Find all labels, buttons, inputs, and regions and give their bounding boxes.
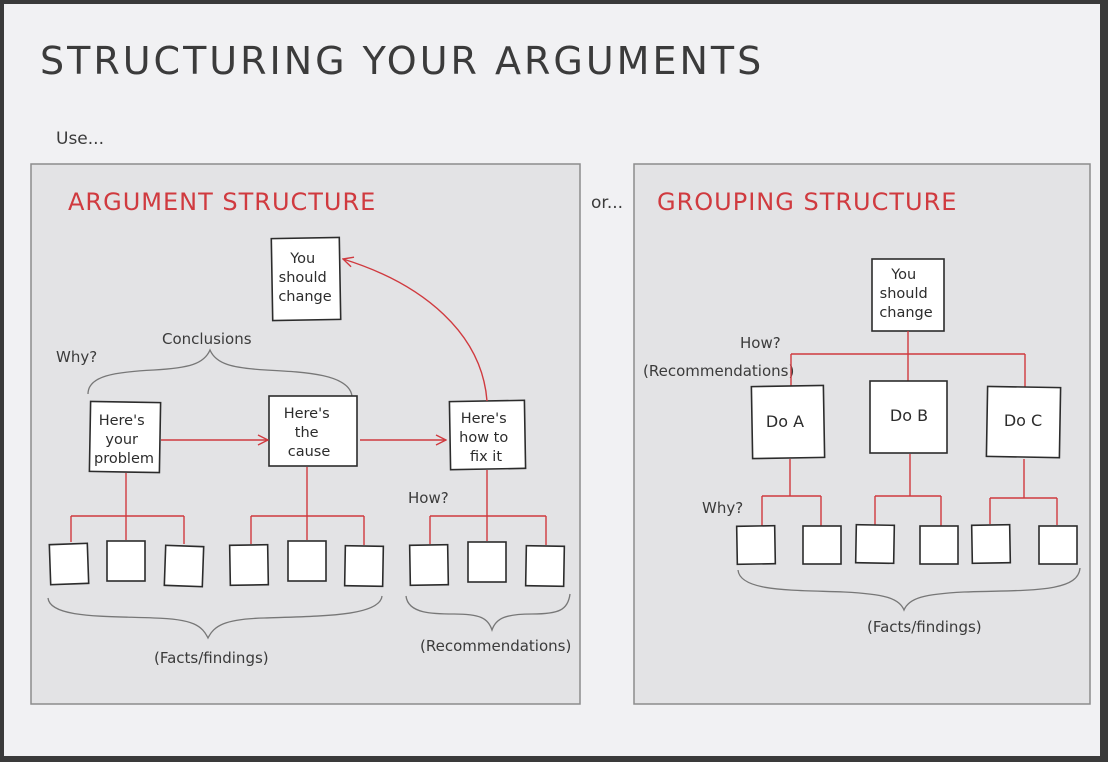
box-how-to-fix-text: Here's how to fix it	[459, 411, 513, 465]
right-why-label: Why?	[702, 499, 743, 517]
fact-box	[408, 543, 450, 587]
left-fact-boxes	[48, 540, 566, 588]
fact-box	[287, 540, 327, 582]
box-your-problem-text: Here's your problem	[94, 413, 154, 467]
fact-box	[163, 544, 205, 588]
box-the-cause	[268, 395, 358, 467]
box-the-cause-text: Here's the cause	[284, 406, 335, 460]
left-why-label: Why?	[56, 348, 97, 366]
grouping-structure-panel: GROUPING STRUCTURE You should change How…	[633, 163, 1091, 705]
left-tree-connectors	[70, 467, 547, 545]
conclusions-label: Conclusions	[162, 330, 252, 348]
recommendations-brace	[405, 593, 571, 633]
fact-box	[854, 523, 896, 565]
fact-box	[524, 544, 566, 588]
do-c-box	[985, 385, 1062, 459]
right-top-box	[871, 258, 945, 332]
argument-structure-panel: ARGUMENT STRUCTURE You should change Why…	[30, 163, 581, 705]
fact-box	[735, 524, 777, 566]
do-a-label: Do A	[766, 412, 804, 431]
left-facts-label: (Facts/findings)	[154, 649, 269, 667]
right-fact-boxes	[735, 523, 1078, 566]
fact-box	[1038, 525, 1078, 565]
right-top-box-text: You should change	[879, 267, 932, 321]
fact-box	[970, 523, 1012, 565]
right-bottom-connectors	[761, 454, 1058, 526]
fact-box	[48, 542, 90, 586]
do-b-box	[869, 380, 948, 454]
grouping-structure-title: GROUPING STRUCTURE	[657, 188, 957, 216]
left-how-label: How?	[408, 489, 449, 507]
right-facts-label: (Facts/findings)	[867, 618, 982, 636]
fact-box	[343, 544, 385, 588]
left-top-box	[270, 236, 342, 322]
slide: STRUCTURING YOUR ARGUMENTS Use... ARGUME…	[4, 4, 1100, 756]
argument-structure-title: ARGUMENT STRUCTURE	[68, 188, 376, 216]
right-recommendations-label: (Recommendations)	[643, 362, 794, 380]
fact-box	[802, 525, 842, 565]
arrow-fix-to-top	[343, 259, 488, 402]
fact-box	[106, 540, 146, 582]
facts-brace	[47, 595, 383, 640]
box-your-problem	[88, 400, 162, 474]
use-label: Use...	[56, 129, 104, 149]
left-top-box-text: You should change	[278, 251, 331, 305]
do-b-label: Do B	[890, 406, 928, 425]
page-title: STRUCTURING YOUR ARGUMENTS	[40, 39, 764, 83]
conclusions-brace	[87, 348, 353, 397]
do-a-box	[750, 384, 826, 460]
fact-box	[228, 543, 270, 587]
fact-box	[467, 541, 507, 583]
left-recommendations-label: (Recommendations)	[420, 637, 571, 655]
right-facts-brace	[737, 567, 1081, 612]
right-how-label: How?	[740, 334, 781, 352]
or-label: or...	[591, 193, 623, 213]
do-c-label: Do C	[1004, 411, 1042, 430]
right-top-connectors	[790, 331, 1026, 388]
fact-box	[919, 525, 959, 565]
